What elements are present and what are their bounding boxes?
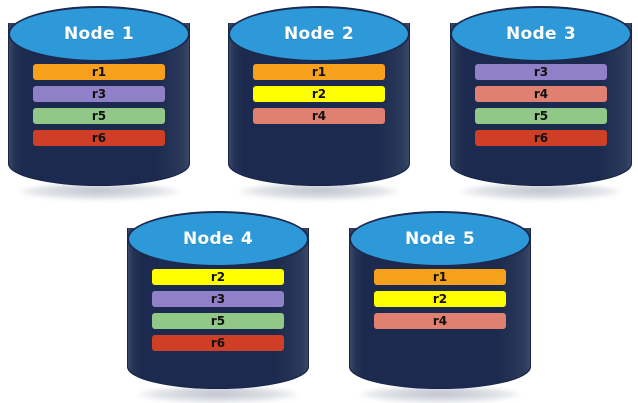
node-3-title-word: Node — [506, 23, 557, 44]
node-3-replica-r5-label: r5 — [533, 109, 549, 123]
node-1-title-word: Node — [64, 23, 115, 44]
node-4-title-number: 4 — [240, 228, 253, 249]
node-2-shadow — [238, 184, 400, 200]
node-3-replica-r4-label: r4 — [533, 87, 549, 101]
node-1-replica-list: r1 r3 r5 r6 — [8, 64, 190, 146]
node-5-shadow — [359, 387, 521, 403]
node-2-replica-list: r1 r2 r4 — [228, 64, 410, 124]
node-1-replica-r5-label: r5 — [91, 109, 107, 123]
node-5-replica-r1-label: r1 — [432, 270, 448, 284]
node-4[interactable]: Node 4 r2 r3 r5 r6 — [127, 211, 309, 403]
node-3-replica-r6[interactable]: r6 — [475, 130, 607, 146]
node-1-top-ellipse: Node 1 — [8, 6, 190, 62]
node-5[interactable]: Node 5 r1 r2 r4 — [349, 211, 531, 403]
node-3-replica-r3-label: r3 — [533, 65, 549, 79]
node-1-shadow — [18, 184, 180, 200]
node-2-replica-r2[interactable]: r2 — [253, 86, 385, 102]
node-2-title-number: 2 — [341, 23, 354, 44]
node-4-title: Node 4 — [183, 228, 253, 249]
node-3[interactable]: Node 3 r3 r4 r5 r6 — [450, 6, 632, 200]
node-1[interactable]: Node 1 r1 r3 r5 r6 — [8, 6, 190, 200]
node-4-replica-r2[interactable]: r2 — [152, 269, 284, 285]
node-2-replica-r1[interactable]: r1 — [253, 64, 385, 80]
node-4-title-word: Node — [183, 228, 234, 249]
node-3-replica-r6-label: r6 — [533, 131, 549, 145]
node-4-replica-r5-label: r5 — [210, 314, 226, 328]
node-5-replica-r2[interactable]: r2 — [374, 291, 506, 307]
node-1-replica-r1-label: r1 — [91, 65, 107, 79]
node-4-top-ellipse: Node 4 — [127, 211, 309, 267]
node-1-replica-r3-label: r3 — [91, 87, 107, 101]
node-5-title-number: 5 — [462, 228, 475, 249]
node-5-title-word: Node — [405, 228, 456, 249]
node-2-replica-r2-label: r2 — [311, 87, 327, 101]
node-3-shadow — [460, 184, 622, 200]
node-1-replica-r6[interactable]: r6 — [33, 130, 165, 146]
node-4-replica-r6[interactable]: r6 — [152, 335, 284, 351]
node-4-replica-r3[interactable]: r3 — [152, 291, 284, 307]
node-2-replica-r1-label: r1 — [311, 65, 327, 79]
node-5-replica-r2-label: r2 — [432, 292, 448, 306]
node-2[interactable]: Node 2 r1 r2 r4 — [228, 6, 410, 200]
node-5-title: Node 5 — [405, 228, 475, 249]
node-1-replica-r6-label: r6 — [91, 131, 107, 145]
node-5-top-ellipse: Node 5 — [349, 211, 531, 267]
node-4-replica-r6-label: r6 — [210, 336, 226, 350]
node-2-title: Node 2 — [284, 23, 354, 44]
node-1-title-number: 1 — [121, 23, 134, 44]
node-2-title-word: Node — [284, 23, 335, 44]
node-3-top-ellipse: Node 3 — [450, 6, 632, 62]
node-5-replica-r4[interactable]: r4 — [374, 313, 506, 329]
node-1-replica-r1[interactable]: r1 — [33, 64, 165, 80]
node-4-replica-r5[interactable]: r5 — [152, 313, 284, 329]
node-5-replica-list: r1 r2 r4 — [349, 269, 531, 329]
node-3-replica-list: r3 r4 r5 r6 — [450, 64, 632, 146]
node-5-replica-r4-label: r4 — [432, 314, 448, 328]
node-3-replica-r5[interactable]: r5 — [475, 108, 607, 124]
node-3-title-number: 3 — [563, 23, 576, 44]
node-1-replica-r3[interactable]: r3 — [33, 86, 165, 102]
node-4-replica-list: r2 r3 r5 r6 — [127, 269, 309, 351]
node-4-replica-r2-label: r2 — [210, 270, 226, 284]
node-2-replica-r4-label: r4 — [311, 109, 327, 123]
node-5-replica-r1[interactable]: r1 — [374, 269, 506, 285]
node-3-replica-r4[interactable]: r4 — [475, 86, 607, 102]
node-4-shadow — [137, 387, 299, 403]
node-4-replica-r3-label: r3 — [210, 292, 226, 306]
node-1-title: Node 1 — [64, 23, 134, 44]
node-2-top-ellipse: Node 2 — [228, 6, 410, 62]
node-3-title: Node 3 — [506, 23, 576, 44]
node-1-replica-r5[interactable]: r5 — [33, 108, 165, 124]
node-3-replica-r3[interactable]: r3 — [475, 64, 607, 80]
node-2-replica-r4[interactable]: r4 — [253, 108, 385, 124]
